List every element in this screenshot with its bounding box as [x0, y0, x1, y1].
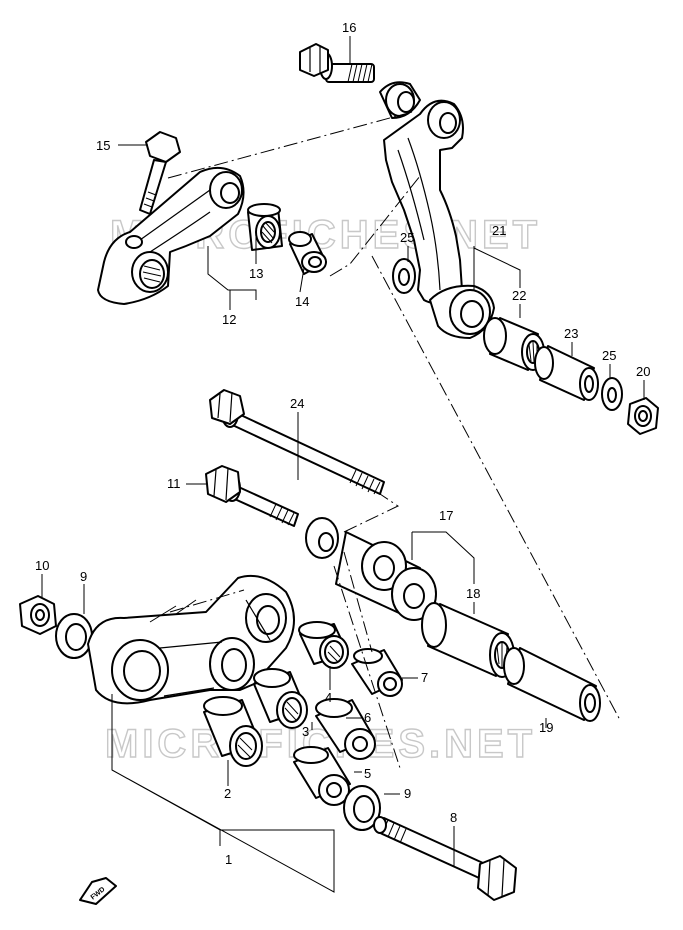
- callout-21: 21: [492, 223, 506, 238]
- washer-25-right: [601, 377, 623, 411]
- bolt-11: [205, 465, 299, 527]
- fwd-arrow: FWD: [79, 877, 117, 905]
- callout-10: 10: [35, 558, 49, 573]
- bolt-8: [373, 816, 517, 901]
- callout-20: 20: [636, 364, 650, 379]
- callout-8: 8: [450, 810, 457, 825]
- callout-9-right: 9: [404, 786, 411, 801]
- callout-19: 19: [539, 720, 553, 735]
- guide-lines: [41, 36, 645, 893]
- arm-12: [97, 166, 245, 305]
- callout-13: 13: [249, 266, 263, 281]
- sleeve-14: [288, 231, 327, 275]
- sleeve-23: [534, 345, 599, 401]
- callout-23: 23: [564, 326, 578, 341]
- sleeve-5: [293, 746, 351, 806]
- sleeve-19: [503, 647, 601, 722]
- collar-near-bolt-11: [305, 517, 339, 559]
- callout-15: 15: [96, 138, 110, 153]
- bearing-18: [421, 602, 515, 678]
- bearing-13: [247, 203, 283, 251]
- link-arm-21: [379, 81, 495, 339]
- callout-6: 6: [364, 710, 371, 725]
- callout-9-left: 9: [80, 569, 87, 584]
- main-lever-1: [87, 574, 295, 705]
- callout-22: 22: [512, 288, 526, 303]
- link-housing-17: [335, 531, 437, 621]
- bearing-4: [298, 621, 349, 669]
- washer-9-right: [343, 785, 381, 831]
- callout-4: 4: [325, 690, 332, 705]
- nut-20: [627, 397, 659, 435]
- sleeve-6: [315, 698, 376, 760]
- callout-24: 24: [290, 396, 304, 411]
- bearing-22: [483, 317, 545, 371]
- bearing-2: [203, 696, 263, 767]
- callout-12: 12: [222, 312, 236, 327]
- callout-14: 14: [295, 294, 309, 309]
- callout-numbers: 1 2 3 4 5 6 7 8 9 9 10 11 12 13 14 15 16…: [35, 20, 650, 867]
- callout-17: 17: [439, 508, 453, 523]
- callout-1: 1: [225, 852, 232, 867]
- bearing-3: [253, 668, 308, 729]
- washer-9-left: [55, 613, 93, 659]
- nut-10: [19, 595, 57, 635]
- washer-25-left: [392, 258, 416, 294]
- bolt-15: [139, 131, 181, 215]
- callout-25-right: 25: [602, 348, 616, 363]
- callout-16: 16: [342, 20, 356, 35]
- callout-11: 11: [167, 476, 181, 491]
- callout-25-left: 25: [400, 230, 414, 245]
- callout-3: 3: [302, 724, 309, 739]
- sleeve-7: [351, 648, 403, 697]
- callout-18: 18: [466, 586, 480, 601]
- bolt-16: [299, 43, 375, 83]
- callout-5: 5: [364, 766, 371, 781]
- callout-2: 2: [224, 786, 231, 801]
- callout-7: 7: [421, 670, 428, 685]
